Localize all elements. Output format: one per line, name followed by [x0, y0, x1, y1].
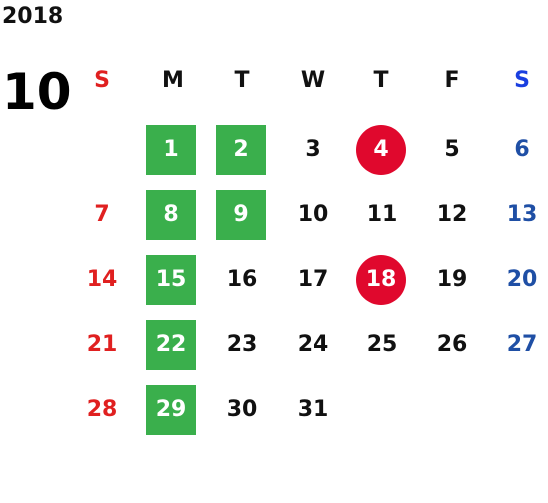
day-cell[interactable]: 25 [366, 332, 398, 357]
day-cell[interactable]: 11 [366, 202, 398, 227]
day-cell[interactable]: 9 [216, 190, 266, 240]
day-cell[interactable]: 7 [94, 202, 110, 227]
day-cell[interactable]: 28 [86, 397, 118, 422]
day-cell[interactable]: 29 [146, 385, 196, 435]
day-cell[interactable]: 22 [146, 320, 196, 370]
weekday-sunday: S [94, 68, 110, 93]
day-cell[interactable]: 12 [436, 202, 468, 227]
day-cell[interactable]: 30 [226, 397, 258, 422]
day-cell[interactable]: 1 [146, 125, 196, 175]
calendar-month: 10 [2, 63, 72, 121]
day-cell[interactable]: 26 [436, 332, 468, 357]
day-cell[interactable]: 8 [146, 190, 196, 240]
day-cell[interactable]: 5 [444, 137, 460, 162]
day-cell[interactable]: 3 [305, 137, 321, 162]
day-cell[interactable]: 31 [297, 397, 329, 422]
day-cell[interactable]: 13 [506, 202, 538, 227]
weekday-saturday: S [514, 68, 530, 93]
weekday-friday: F [444, 68, 460, 93]
day-cell[interactable]: 27 [506, 332, 538, 357]
day-cell[interactable]: 2 [216, 125, 266, 175]
weekday-monday: M [162, 68, 184, 93]
day-cell[interactable]: 21 [86, 332, 118, 357]
day-cell[interactable]: 24 [297, 332, 329, 357]
day-cell[interactable]: 4 [356, 125, 406, 175]
day-cell[interactable]: 10 [297, 202, 329, 227]
day-cell[interactable]: 18 [356, 255, 406, 305]
weekday-wednesday: W [300, 68, 326, 93]
day-cell[interactable]: 16 [226, 267, 258, 292]
day-cell[interactable]: 20 [506, 267, 538, 292]
day-cell[interactable]: 19 [436, 267, 468, 292]
weekday-thursday: T [373, 68, 389, 93]
calendar-year: 2018 [2, 4, 64, 29]
weekday-tuesday: T [234, 68, 250, 93]
day-cell[interactable]: 6 [514, 137, 530, 162]
day-cell[interactable]: 15 [146, 255, 196, 305]
day-cell[interactable]: 17 [297, 267, 329, 292]
day-cell[interactable]: 23 [226, 332, 258, 357]
day-cell[interactable]: 14 [86, 267, 118, 292]
